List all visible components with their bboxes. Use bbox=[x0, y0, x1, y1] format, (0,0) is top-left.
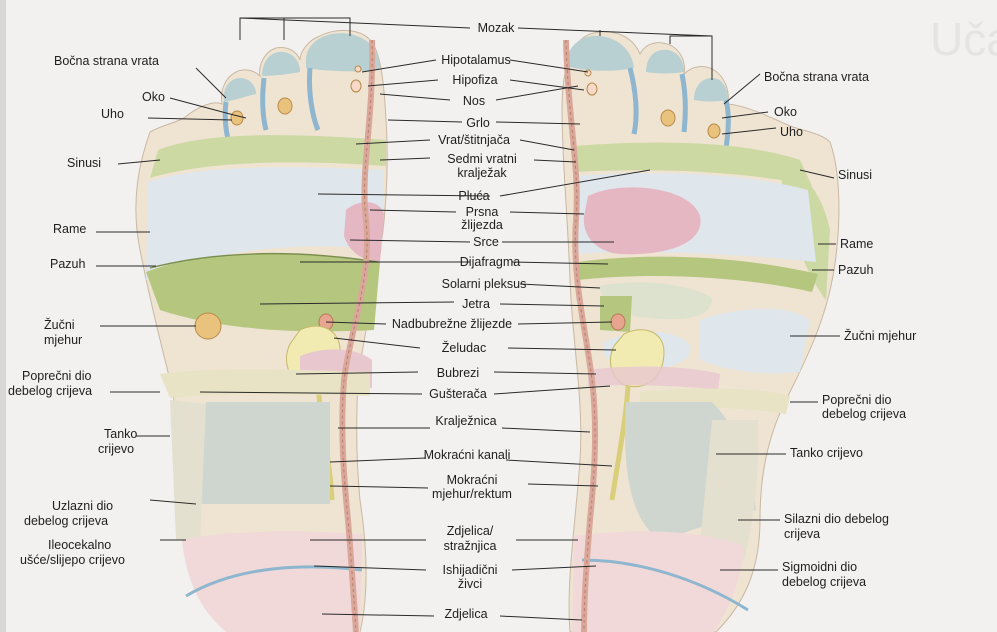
left-label-uzlazni-debelog: debelog crijeva bbox=[24, 514, 108, 528]
right-label-silazni: Silazni dio debelog bbox=[784, 512, 889, 526]
right-label-sigmoidni: Sigmoidni dio bbox=[782, 560, 857, 574]
right-label-oko: Oko bbox=[774, 105, 797, 119]
right-label-zucni-mjehur: Žučni mjehur bbox=[844, 329, 916, 343]
left-foot bbox=[136, 30, 387, 632]
label-zivci: živci bbox=[458, 577, 482, 591]
label-hipofiza: Hipofiza bbox=[452, 73, 497, 87]
label-nos: Nos bbox=[463, 94, 485, 108]
background-title-text: Uča bbox=[930, 13, 997, 65]
left-label-sinusi: Sinusi bbox=[67, 156, 101, 170]
label-ishijadicni: Ishijadični bbox=[443, 563, 498, 577]
right-label-pazuh: Pazuh bbox=[838, 263, 873, 277]
label-hipotalamus: Hipotalamus bbox=[441, 53, 510, 67]
label-zlijezda: žlijezda bbox=[461, 218, 503, 232]
left-label-pazuh: Pazuh bbox=[50, 257, 85, 271]
right-foot bbox=[562, 32, 839, 632]
label-mjehur-rektum: mjehur/rektum bbox=[432, 487, 512, 501]
label-bubrezi: Bubrezi bbox=[437, 366, 479, 380]
right-label-bocna-strana-vrata: Bočna strana vrata bbox=[764, 70, 869, 84]
label-srce: Srce bbox=[473, 235, 499, 249]
label-zeludac: Želudac bbox=[442, 341, 486, 355]
label-jetra: Jetra bbox=[462, 297, 490, 311]
left-label-usce: ušće/slijepo crijevo bbox=[20, 553, 125, 567]
right-label-uho: Uho bbox=[780, 125, 803, 139]
label-gusteraca: Gušterača bbox=[429, 387, 487, 401]
left-label-zucni: Žučni bbox=[44, 318, 75, 332]
right-label-rame: Rame bbox=[840, 237, 873, 251]
label-pluca: Pluća bbox=[458, 189, 489, 203]
label-sedmi-vratni: Sedmi vratni bbox=[447, 152, 516, 166]
right-label-poprecni-dio: Poprečni dio bbox=[822, 393, 892, 407]
right-label-tanko-crijevo: Tanko crijevo bbox=[790, 446, 863, 460]
left-label-uho: Uho bbox=[101, 107, 124, 121]
label-dijafragma: Dijafragma bbox=[460, 255, 520, 269]
left-label-poprecni-dio: Poprečni dio bbox=[22, 369, 92, 383]
left-label-debelog-crijeva: debelog crijeva bbox=[8, 384, 92, 398]
label-zdjelica-slash: Zdjelica/ bbox=[447, 524, 494, 538]
label-grlo: Grlo bbox=[466, 116, 490, 130]
label-mokracni-kanali: Mokraćni kanali bbox=[424, 448, 511, 462]
left-label-uzlazni-dio: Uzlazni dio bbox=[52, 499, 113, 513]
left-label-oko: Oko bbox=[142, 90, 165, 104]
label-kraljezak: kralježak bbox=[457, 166, 506, 180]
right-label-silazni-crijeva: crijeva bbox=[784, 527, 820, 541]
label-solarni-pleksus: Solarni pleksus bbox=[442, 277, 527, 291]
label-prsna: Prsna bbox=[466, 205, 499, 219]
label-zdjelica: Zdjelica bbox=[444, 607, 487, 621]
label-vrat-stitnjaca: Vrat/štitnjača bbox=[438, 133, 510, 147]
label-kraljeznica: Kralježnica bbox=[435, 414, 496, 428]
label-mokracni: Mokraćni bbox=[447, 473, 498, 487]
left-label-tanko: Tanko bbox=[104, 427, 137, 441]
left-label-crijevo: crijevo bbox=[98, 442, 134, 456]
label-straznjica: stražnjica bbox=[444, 539, 497, 553]
left-label-mjehur: mjehur bbox=[44, 333, 82, 347]
label-mozak: Mozak bbox=[478, 21, 515, 35]
right-label-debelog-crijeva: debelog crijeva bbox=[822, 407, 906, 421]
left-label-bocna-strana-vrata: Bočna strana vrata bbox=[54, 54, 159, 68]
right-label-sinusi: Sinusi bbox=[838, 168, 872, 182]
left-label-rame: Rame bbox=[53, 222, 86, 236]
left-label-ileocekalno: Ileocekalno bbox=[48, 538, 111, 552]
right-label-sigmoidni-crijeva: debelog crijeva bbox=[782, 575, 866, 589]
label-nadbubrezne: Nadbubrežne žlijezde bbox=[392, 317, 512, 331]
